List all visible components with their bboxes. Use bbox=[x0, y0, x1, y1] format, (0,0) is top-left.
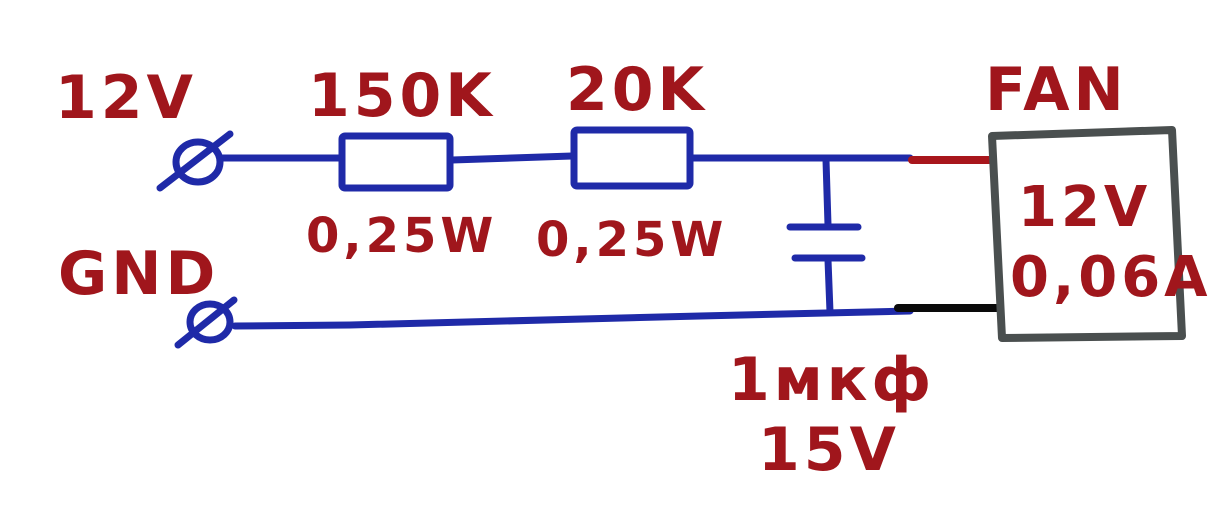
label-capacitor-voltage: 15V bbox=[758, 415, 900, 485]
label-resistor-2-power: 0,25W bbox=[536, 212, 727, 268]
label-fan-voltage: 12V bbox=[1018, 175, 1151, 240]
label-positive-terminal: 12V bbox=[55, 63, 197, 133]
label-fan-current: 0,06A bbox=[1010, 245, 1212, 310]
label-resistor-1-value: 150K bbox=[308, 61, 496, 131]
wire-ground bbox=[231, 307, 914, 330]
capacitor-lead-top bbox=[822, 156, 832, 229]
terminal-positive-symbol bbox=[156, 130, 234, 192]
wire-between-resistors bbox=[448, 152, 576, 164]
capacitor-lead-bottom bbox=[824, 256, 834, 316]
terminal-ground-symbol bbox=[174, 296, 238, 349]
fan-box bbox=[988, 126, 1186, 342]
resistor-150k-body bbox=[338, 132, 454, 192]
label-capacitor-capacitance: 1мкф bbox=[728, 345, 935, 415]
label-resistor-2-value: 20K bbox=[566, 55, 708, 125]
label-resistor-1-power: 0,25W bbox=[306, 208, 497, 264]
resistor-20k-body bbox=[570, 126, 694, 190]
label-ground-terminal: GND bbox=[58, 239, 219, 309]
label-fan-title: FAN bbox=[985, 55, 1128, 125]
